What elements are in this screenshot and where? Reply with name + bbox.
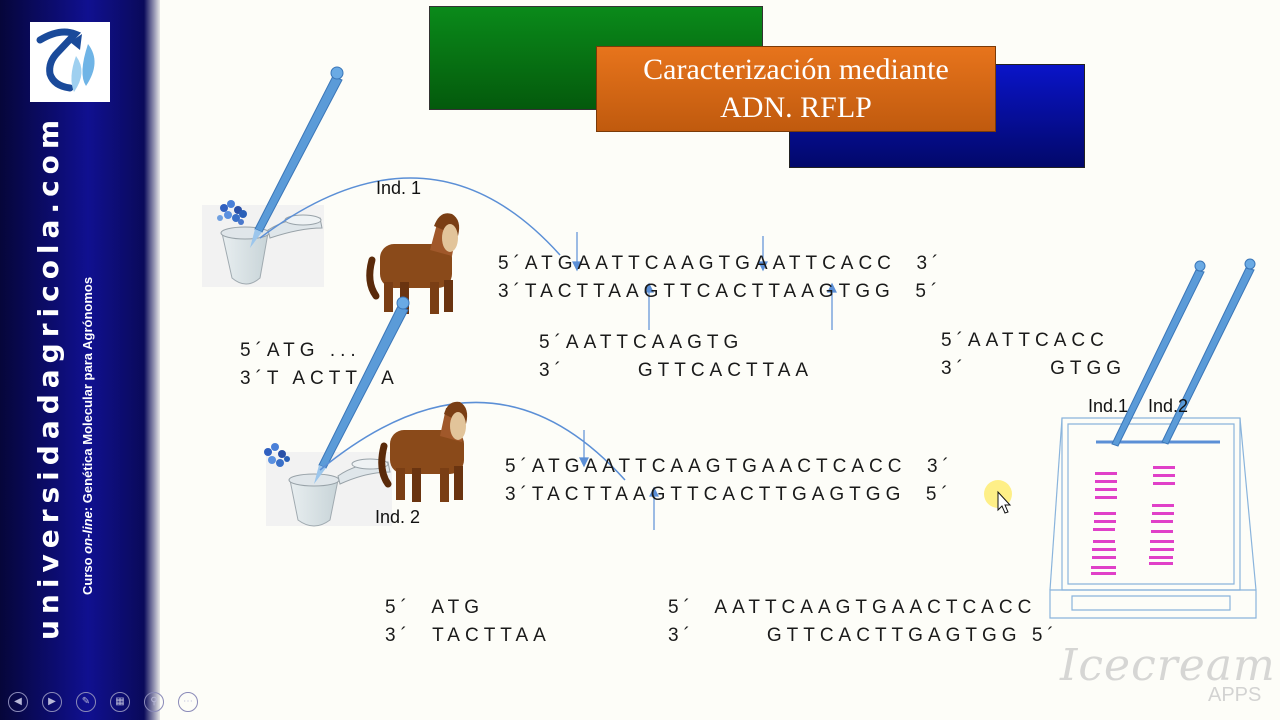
cell-cluster-icon (264, 443, 290, 467)
pen-icon[interactable]: ✎ (76, 692, 96, 712)
slides-grid-icon[interactable]: ▦ (110, 692, 130, 712)
gel-ind2-label: Ind.2 (1148, 396, 1189, 416)
watermark-apps: APPS (1208, 684, 1262, 706)
more-options-icon[interactable]: ⋯ (178, 692, 198, 712)
zoom-icon[interactable]: ⚲ (144, 692, 164, 712)
ind1-frag-right-top: 5´AATTCACC (941, 330, 1109, 351)
ind2-frag-left-top: 5´ ATG (385, 597, 485, 618)
ind1-seq-top: 5´ATGAATTCAAGTGAATTCACC 3´ (498, 253, 944, 274)
mouse-cursor-icon (984, 480, 1012, 514)
ind1-frag-left-top: 5´ATG ... (240, 340, 361, 361)
slideshow-controls: ◀ ▶ ✎ ▦ ⚲ ⋯ (8, 692, 208, 714)
cell-cluster-icon (217, 200, 247, 225)
ind1-frag-mid-bottom: 3´ GTTCACTTAA (539, 360, 814, 381)
pipette-icon (314, 296, 410, 484)
cut-site-arrows-ind2 (579, 430, 659, 530)
pipette-icon (1111, 260, 1206, 447)
ind1-frag-left-bottom: 3´T ACTT A (240, 368, 399, 389)
pipette-icon (1161, 258, 1256, 445)
slide-title: Caracterización mediante ADN. RFLP (596, 46, 996, 132)
ind2-label: Ind. 2 (375, 507, 421, 527)
cut-site-arrows-ind1 (572, 232, 837, 330)
horse-icon (378, 401, 468, 502)
logo (30, 22, 110, 102)
pipette-icon (250, 66, 344, 248)
ind2-frag-right-top: 5´ AATTCAAGTGAACTCACC (668, 597, 1037, 618)
horse-icon (366, 213, 460, 314)
next-slide-icon[interactable]: ▶ (42, 692, 62, 712)
gel-ind1-label: Ind.1 (1088, 396, 1129, 416)
logo-icon (36, 28, 95, 92)
sidebar: universidadagricola.com Curso on-line: G… (0, 0, 160, 720)
ind1-label: Ind. 1 (376, 178, 422, 198)
previous-slide-icon[interactable]: ◀ (8, 692, 28, 712)
ind1-frag-right-bottom: 3´ GTGG (941, 358, 1127, 379)
ind2-seq-top: 5´ATGAATTCAAGTGAACTCACC 3´ (505, 456, 954, 477)
ind2-frag-left-bottom: 3´ TACTTAA (385, 625, 551, 646)
gel-bands (1091, 466, 1175, 575)
ind1-frag-mid-top: 5´AATTCAAGTG (539, 332, 744, 353)
gel-electrophoresis-icon (1049, 417, 1257, 619)
ind2-seq-bottom: 3´TACTTAAGTTCACTTGAGTGG 5´ (505, 484, 953, 505)
watermark-brand: Icecream (1060, 640, 1276, 691)
ind2-frag-right-bottom: 3´ GTTCACTTGAGTGG 5´ (668, 625, 1059, 646)
ind1-seq-bottom: 3´TACTTAAGTTCACTTAAGTGG 5´ (498, 281, 943, 302)
